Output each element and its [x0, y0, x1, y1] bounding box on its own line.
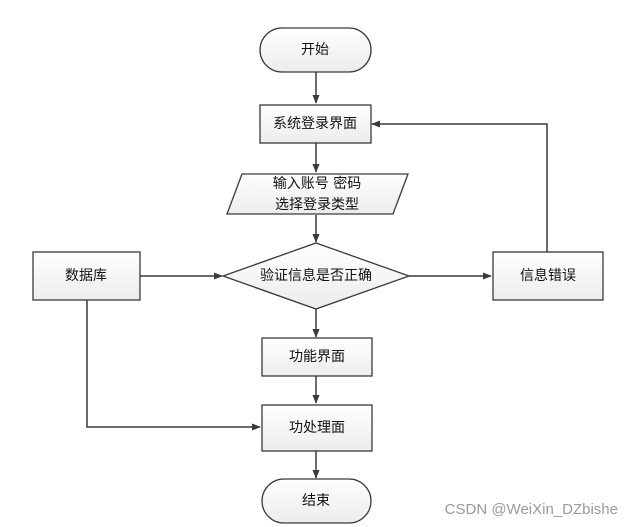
- edge-database-to-process: [86, 300, 261, 431]
- function-screen-node: [261, 337, 373, 377]
- end-node: [261, 478, 372, 524]
- error-label: 信息错误: [520, 267, 576, 284]
- input-line2-label: 选择登录类型: [275, 197, 359, 213]
- input-credentials-node: [226, 173, 409, 215]
- verify-decision-node: [221, 242, 411, 310]
- edge-error-to-login: [371, 120, 548, 252]
- watermark-text: CSDN @WeiXin_DZbishe: [445, 501, 618, 518]
- start-node: [259, 27, 372, 73]
- verify-label: 验证信息是否正确: [260, 267, 372, 284]
- start-label: 开始: [301, 42, 329, 58]
- function-screen-label: 功能界面: [289, 349, 345, 365]
- database-node: [32, 251, 141, 301]
- login-screen-node: [259, 104, 372, 144]
- end-label: 结束: [302, 493, 330, 509]
- process-screen-node: [261, 404, 373, 452]
- input-line1-label: 输入账号 密码: [273, 175, 361, 192]
- database-label: 数据库: [65, 268, 107, 284]
- error-node: [492, 251, 604, 301]
- login-screen-label: 系统登录界面: [273, 116, 357, 132]
- process-screen-label: 功处理面: [289, 420, 345, 436]
